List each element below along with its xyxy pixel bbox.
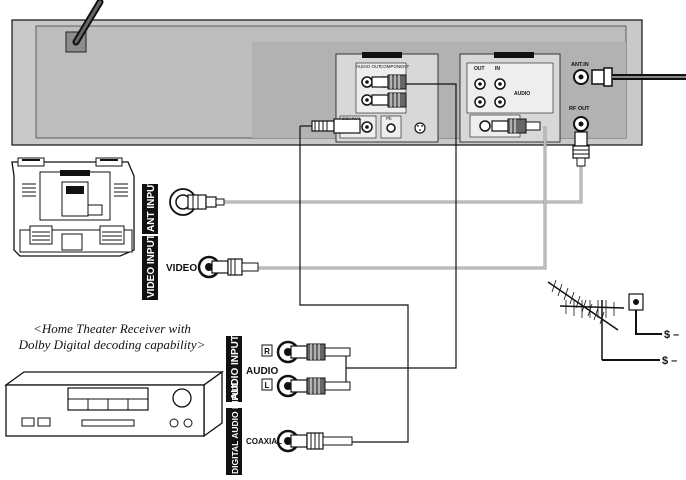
video-text: VIDEO [166,263,197,274]
tv-ant-input-connector [169,188,225,216]
coaxial-text: COAXIAL [246,437,282,446]
ant-input-tag [142,184,158,234]
receiver-caption: <Home Theater Receiver with Dolby Digita… [18,321,206,352]
vcr-coaxial-label: COAXIAL [342,116,362,121]
vcr-pb-label: Pb [386,116,392,121]
vcr-panel-labels: AUDIO OUT COMPONENT COAXIAL Pb OUT IN AU… [342,62,590,121]
vcr-in-label: IN [495,66,500,72]
antenna [547,279,662,361]
receiver-audio-r-connector [276,340,351,364]
audio-input-text: AUDIO INPUT [230,335,241,400]
tv-video-input-connector [197,255,259,279]
antenna-symbols: $ – $ – [662,329,679,367]
l-channel-text: L [265,381,270,390]
audio-text: AUDIO [246,366,278,377]
ant-input-text: ANT INPUT [146,179,157,232]
vcr-plugs [300,74,590,167]
vcr-audio-label: AUDIO [514,91,530,97]
antenna-symbol-upper: $ – [664,329,679,341]
vcr-audio-out-label: AUDIO OUT [356,64,381,69]
home-theater-receiver [3,370,225,438]
television [11,157,135,257]
vcr-ant-in-label: ANT.IN [571,62,589,68]
vcr-rf-jacks [573,69,589,132]
caption-line-2: Dolby Digital decoding capability> [18,337,206,352]
antenna-symbol-lower: $ – [662,355,677,367]
side-labels: ANT INPUT VIDEO INPUT AUDIO INPUT DIGITA… [142,179,242,475]
audio-input-tag [226,336,242,402]
receiver-coaxial-connector [276,429,353,453]
vcr-out-label: OUT [474,66,485,72]
digital-audio-input-text: DIGITAL AUDIO INPUT [230,383,240,474]
r-channel-box [261,344,273,357]
video-input-tag [142,236,158,300]
receiver-audio-l-connector [276,374,351,398]
vcr-component-label: COMPONENT [380,64,410,69]
digital-audio-input-tag [226,408,242,475]
vcr-rf-out-label: RF OUT [569,106,590,112]
l-channel-box [261,378,273,391]
video-input-text: VIDEO INPUT [146,234,157,298]
caption-line-1: <Home Theater Receiver with [33,321,191,336]
r-channel-text: R [264,347,270,356]
antenna-lead-cable [591,67,686,87]
connector-labels: VIDEO AUDIO R L COAXIAL [166,263,282,446]
